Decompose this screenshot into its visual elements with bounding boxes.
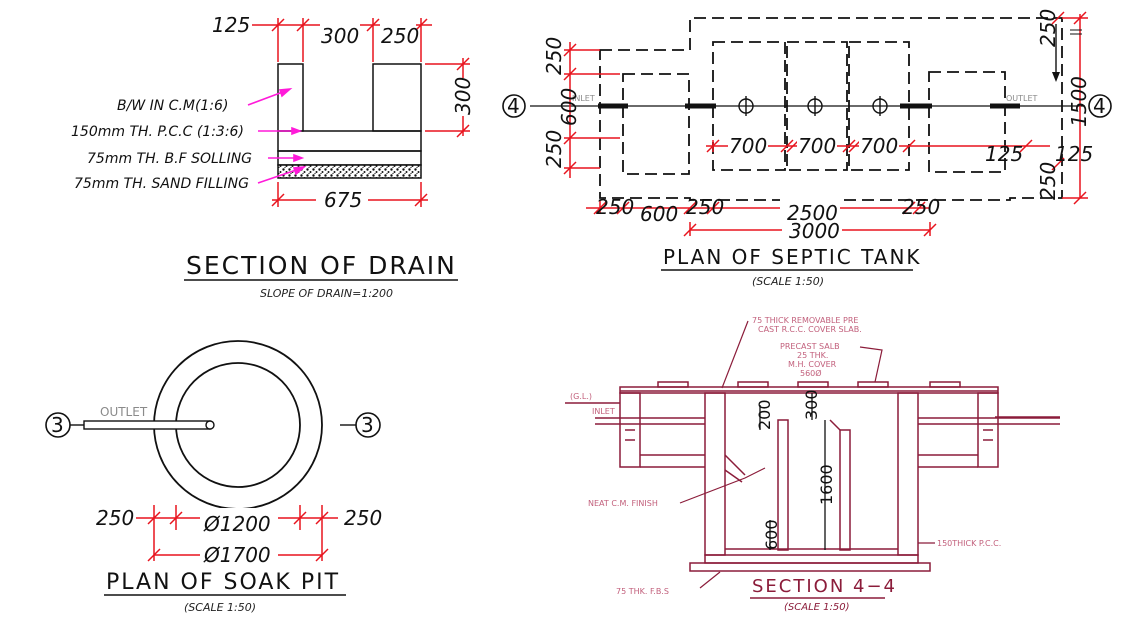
septic-dim-250-left-bottom: 250 [542,130,566,168]
section-precast-1: PRECAST SALB [780,342,840,351]
section-gl-label: (G.L.) [570,392,592,401]
drain-label-pcc: 150mm TH. P.C.C (1:3:6) [71,124,244,140]
soak-dia-inner: Ø1200 [203,512,271,536]
section-4-4: 200 300 1600 600 75 THICK REMOVABLE PRE … [565,316,1060,613]
drain-dim-300-top: 300 [321,24,359,48]
section-dim-1600: 1600 [817,464,836,505]
soak-dim-250-left: 250 [96,506,134,530]
septic-dim-125-b: 125 [1055,142,1093,166]
septic-section-mark-left-label: 4 [507,94,520,118]
septic-section-mark-right [1088,94,1112,118]
section-precast-3: M.H. COVER [788,360,837,369]
drain-dim-125: 125 [212,13,250,37]
septic-inlet-label: INLET [572,94,595,103]
soak-outlet-pipe [83,420,211,430]
septic-dim-700-c: 700 [860,134,898,158]
septic-dim-125-a: 125 [985,142,1023,166]
section-finish-label: NEAT C.M. FINISH [588,499,658,508]
section-tank-left-wall [704,392,726,556]
section-of-drain: 125 300 250 300 675 B/W IN C.M(1:6) 150m… [71,13,475,300]
plan-of-soak-pit: OUTLET 3 3 250 250 Ø1200 Ø1700 PLAN OF S… [45,340,382,614]
septic-dim-3000: 3000 [789,219,840,243]
septic-dim-250-bottom-c: 250 [902,195,940,219]
drain-dim-250: 250 [381,24,419,48]
drain-label-bf-soling: 75mm TH. B.F SOLLING [87,151,252,167]
septic-dim-250-right-top: 250 [1036,9,1060,47]
soak-section-mark-left-label: 3 [51,413,64,437]
drain-dim-300-side: 300 [451,77,475,115]
section-title: SECTION 4−4 [752,576,897,597]
soak-section-mark-right [355,412,381,438]
drain-label-sand: 75mm TH. SAND FILLING [74,176,249,192]
soak-outlet-label: OUTLET [100,405,148,419]
section-precast-4: 560Ø [800,368,822,378]
soak-dia-outer: Ø1700 [203,543,271,567]
septic-dim-1500: 1500 [1067,76,1091,127]
septic-outlet-label: OUTLET [1006,94,1038,103]
drain-dim-675: 675 [324,188,362,212]
section-inlet-label: INLET [592,407,615,416]
soak-title: PLAN OF SOAK PIT [106,570,340,595]
section-cover-note-2: CAST R.C.C. COVER SLAB. [758,325,862,334]
septic-dim-700-a: 700 [729,134,767,158]
drain-label-bw: B/W IN C.M(1:6) [117,98,228,114]
drain-sand-filling [277,164,422,179]
drain-subtitle: SLOPE OF DRAIN=1:200 [260,287,393,300]
section-precast-2: 25 THK. [797,351,828,360]
septic-dim-250-bottom-b: 250 [686,195,724,219]
plan-of-septic-tank: 4 4 INLET OUTLET [502,9,1112,288]
section-pcc-label: 150THICK P.C.C. [937,539,1001,548]
septic-outer-outline [599,17,1063,201]
section-scale: (SCALE 1:50) [784,602,850,613]
section-cover-note-1: 75 THICK REMOVABLE PRE [752,316,858,325]
section-fbs-layer [689,562,931,572]
drain-right-wall [372,63,422,132]
septic-section-mark-right-label: 4 [1093,94,1106,118]
septic-scale: (SCALE 1:50) [752,275,824,288]
septic-dim-250-bottom-a: 250 [596,195,634,219]
section-pcc-base [704,554,919,564]
section-dim-300: 300 [802,389,821,420]
drain-title: SECTION OF DRAIN [186,251,457,280]
soak-dim-250-right: 250 [344,506,382,530]
septic-dim-600-bottom: 600 [640,202,678,226]
section-tank-right-wall [897,392,919,556]
septic-section-mark-left [502,94,526,118]
septic-inner-left [622,73,690,175]
septic-dim-700-b: 700 [798,134,836,158]
soak-scale: (SCALE 1:50) [184,601,256,614]
septic-title: PLAN OF SEPTIC TANK [663,245,922,269]
drain-pcc-layer [277,130,422,152]
soak-section-mark-left [45,412,71,438]
septic-dim-250-left-top: 250 [542,37,566,75]
section-dim-200: 200 [755,399,774,430]
section-dim-600: 600 [762,519,781,550]
septic-dim-2500: 2500 [787,201,838,225]
soak-section-mark-right-label: 3 [361,413,374,437]
septic-inner-right [928,71,1006,173]
septic-dim-600-left: 600 [557,88,581,126]
septic-dim-250-right-bottom: 250 [1036,162,1060,200]
drain-left-wall [277,63,304,132]
section-fbs-label: 75 THK. F.B.S [616,587,669,596]
